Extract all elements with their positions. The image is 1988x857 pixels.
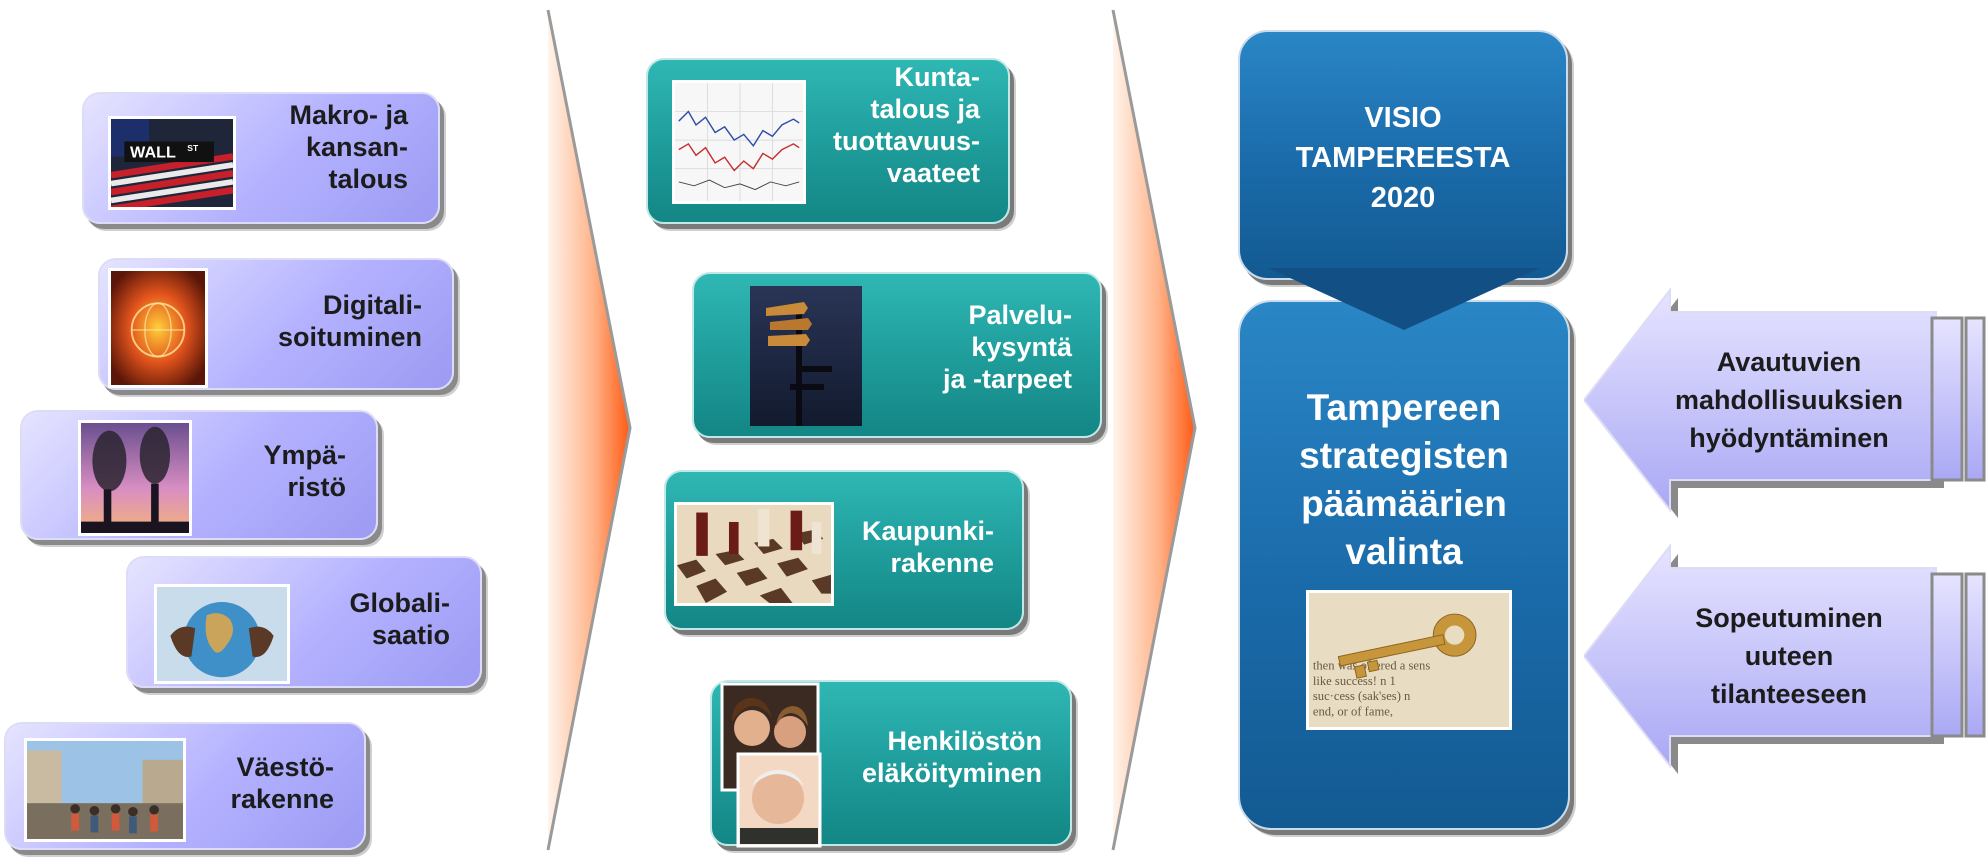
key-dictionary-photo: then was offered a sens like success! n …: [1306, 590, 1512, 730]
factor-label: Kaupunki- rakenne: [862, 516, 994, 578]
factor-box-staff-retirement: Henkilöstön eläköityminen: [710, 680, 1072, 848]
hands-globe-photo: [154, 584, 290, 684]
factor-label: Henkilöstön eläköityminen: [861, 726, 1042, 788]
wall-street-flag-photo: WALL ST: [108, 116, 236, 210]
signpost-photo: [750, 286, 862, 426]
strategy-label: Tampereen strategisten päämäärien valint…: [1299, 387, 1509, 573]
svg-text:suc·cess (sak'ses) n: suc·cess (sak'ses) n: [1313, 689, 1411, 703]
street-crowd-photo: [24, 738, 186, 842]
factor-label: Palvelu- kysyntä ja -tarpeet: [942, 300, 1072, 394]
vision-box: VISIO TAMPEREESTA 2020: [1238, 30, 1568, 280]
internet-globe-photo: [108, 268, 208, 388]
factor-label: Makro- ja kansan- talous: [289, 100, 408, 194]
smokestacks-photo: [78, 420, 192, 536]
svg-text:like success! n 1: like success! n 1: [1313, 674, 1396, 688]
svg-text:end, or of fame,: end, or of fame,: [1313, 705, 1393, 719]
factor-label: Ympä- ristö: [263, 440, 346, 502]
stock-chart-photo: [672, 80, 806, 204]
svg-text:ST: ST: [187, 143, 199, 153]
factor-box-service-demand: Palvelu- kysyntä ja -tarpeet: [692, 272, 1102, 438]
factor-box-macro-economy: WALL ST Makro- ja kansan- talous: [82, 92, 440, 224]
factor-box-globalization: Globali- saatio: [126, 556, 482, 688]
opportunity-label: Avautuvien mahdollisuuksien hyödyntämine…: [1674, 347, 1904, 453]
factor-label: Globali- saatio: [349, 588, 451, 650]
factor-box-environment: Ympä- ristö: [20, 410, 378, 540]
factor-box-population: Väestö- rakenne: [4, 722, 366, 850]
factor-label: Digitali- soituminen: [277, 290, 422, 352]
factor-label: Väestö- rakenne: [230, 752, 334, 814]
svg-text:WALL: WALL: [130, 144, 176, 162]
vision-label: VISIO TAMPEREESTA 2020: [1295, 102, 1511, 215]
adaptation-arrow: Sopeutuminen uuteen tilanteeseen: [1584, 544, 1988, 774]
chevron-divider-left: [546, 9, 632, 851]
strategy-box: Tampereen strategisten päämäärien valint…: [1238, 300, 1570, 830]
senior-people-photo: [718, 682, 822, 848]
chess-board-photo: [674, 502, 834, 606]
factor-label: Kunta- talous ja tuottavuus- vaateet: [833, 62, 980, 188]
factor-box-digitalization: Digitali- soituminen: [98, 258, 454, 390]
factor-box-municipal-economy: Kunta- talous ja tuottavuus- vaateet: [646, 58, 1010, 224]
factor-box-urban-structure: Kaupunki- rakenne: [664, 470, 1024, 630]
adaptation-label: Sopeutuminen uuteen tilanteeseen: [1695, 603, 1883, 709]
vision-to-strategy-pointer: [1268, 268, 1540, 330]
opportunity-arrow: Avautuvien mahdollisuuksien hyödyntämine…: [1584, 288, 1988, 518]
chevron-divider-right: [1111, 9, 1197, 851]
